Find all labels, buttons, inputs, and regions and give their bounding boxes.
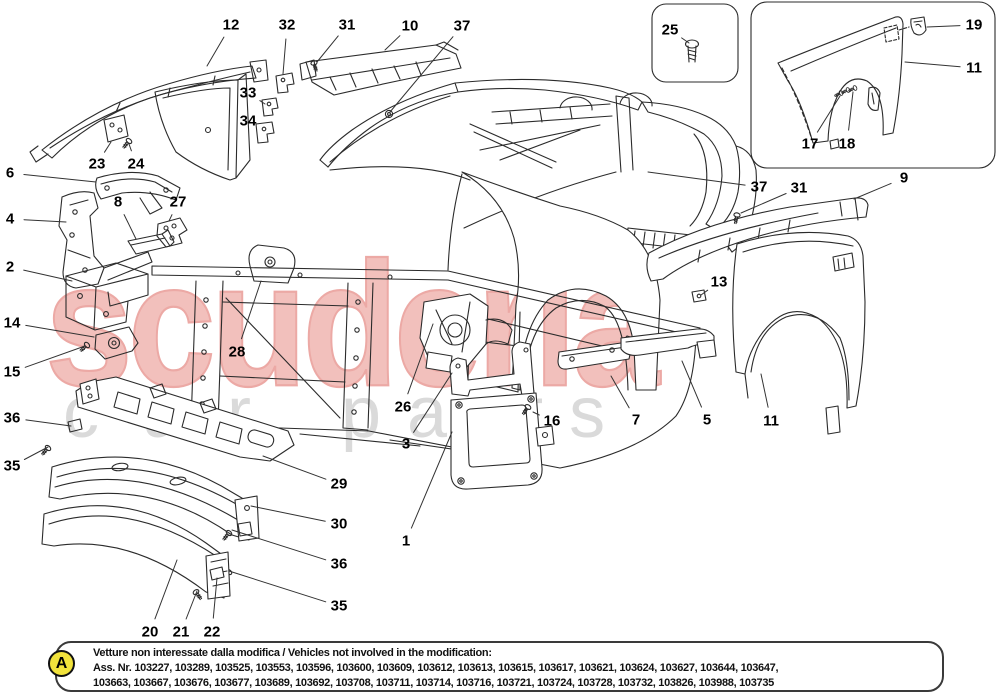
part-27-bracket (156, 217, 188, 248)
note-title: Vetture non interessate dalla modifica /… (93, 647, 492, 659)
part-14-15-bracket-screw (77, 326, 139, 360)
part-6-bracket (95, 171, 181, 215)
leader-lines (23, 25, 961, 620)
part-29-slotted-crossmember (39, 376, 295, 462)
part-9-sill-rail (646, 197, 869, 282)
part-20-lower-beam (41, 505, 231, 602)
modification-note-box: Vetture non interessate dalla modifica /… (55, 641, 944, 692)
part-12-windscreen-frame (29, 59, 269, 181)
part-11-front-fender (732, 231, 866, 435)
bodyshell (319, 78, 757, 391)
part-10-cowl-panel (299, 41, 462, 96)
part-23-24-bracket-screw (103, 114, 134, 151)
inset-box-fastener (651, 3, 739, 83)
part-3-bracket (449, 341, 535, 397)
part-13-clip (691, 289, 707, 303)
inset-box-rear-fender (750, 1, 996, 169)
part-8-rail (127, 229, 175, 255)
part-32-33-34-clips (255, 72, 295, 144)
part-30-bumper-beam (48, 456, 260, 582)
part-1-front-panel (450, 392, 555, 490)
part-5-sill-bracket (620, 328, 717, 359)
part-2-box-bracket (65, 262, 149, 331)
note-badge-a: A (48, 650, 75, 677)
part-4-panel (58, 191, 153, 289)
note-numbers-line2: 103663, 103667, 103676, 103677, 103689, … (93, 677, 774, 689)
shield-badge-icon (910, 16, 927, 36)
part-26-wheelhouse-assembly (419, 293, 513, 373)
note-numbers-line1: Ass. Nr. 103227, 103289, 103525, 103553,… (93, 662, 779, 674)
